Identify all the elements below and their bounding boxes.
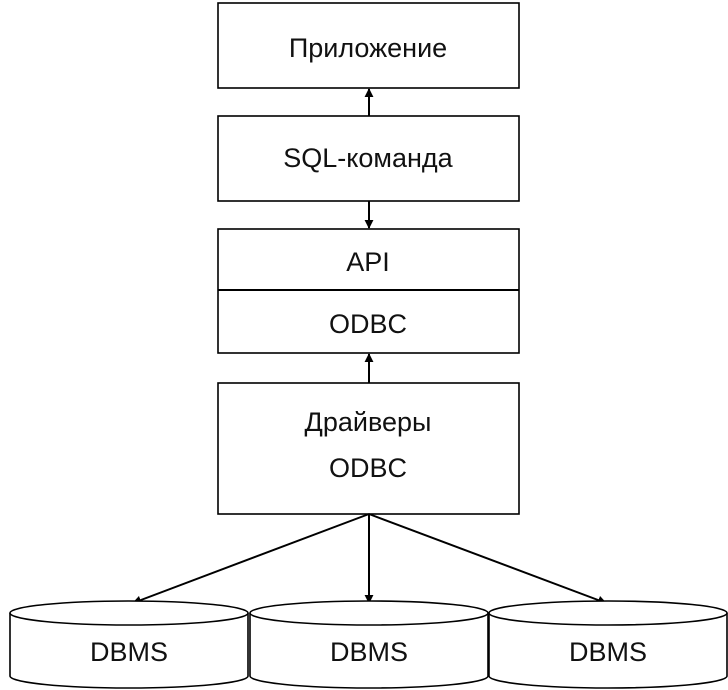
- dbms-3-label: DBMS: [569, 637, 647, 667]
- dbms-cylinder-3-top: [488, 600, 728, 626]
- api-odbc-node: API ODBC: [217, 228, 520, 354]
- arrow-drivers-to-dbms-1: [132, 513, 370, 605]
- dbms-cylinder-3-body: [488, 613, 728, 689]
- dbms-cylinder-1-body: [9, 613, 249, 689]
- dbms-cylinder-1: DBMS: [9, 600, 249, 689]
- dbms-cylinder-1-top: [9, 600, 249, 626]
- sql-command-label: SQL-команда: [283, 143, 453, 173]
- dbms-1-label: DBMS: [90, 637, 168, 667]
- drivers-label-line1: Драйверы: [305, 407, 432, 437]
- application-label: Приложение: [289, 33, 447, 63]
- dbms-2-label: DBMS: [330, 637, 408, 667]
- drivers-label-line2: ODBC: [329, 453, 407, 483]
- sql-command-box: [217, 115, 520, 202]
- odbc-label: ODBC: [329, 309, 407, 339]
- dbms-cylinder-2-body: [249, 613, 489, 689]
- drivers-node: Драйверы ODBC: [217, 382, 520, 515]
- api-label: API: [346, 247, 390, 277]
- application-node: Приложение: [217, 2, 520, 89]
- sql-command-node: SQL-команда: [217, 115, 520, 202]
- dbms-cylinder-2: DBMS: [249, 600, 489, 689]
- drivers-box: [217, 382, 520, 515]
- application-box: [217, 2, 520, 89]
- dbms-cylinder-2-top: [249, 600, 489, 626]
- arrow-drivers-to-dbms-3: [368, 513, 607, 605]
- dbms-cylinder-3: DBMS: [488, 600, 728, 689]
